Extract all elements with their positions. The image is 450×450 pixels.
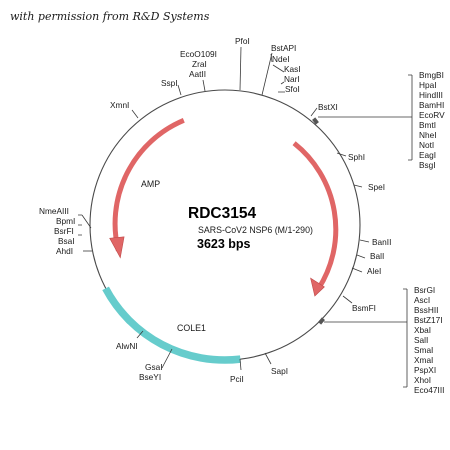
mcs-bottom-bracket [324, 288, 408, 388]
sapi-tick [264, 352, 272, 365]
bstxi-tick [310, 107, 318, 117]
alwni-tick [136, 330, 144, 339]
site-bstapi: BstAPI [271, 43, 296, 53]
site-nari: NarI [284, 74, 300, 84]
site-bsrfi: BsrFI [54, 226, 74, 236]
plasmid-size: 3623 bps [197, 237, 251, 251]
site-pcii: PciI [230, 374, 244, 384]
pcii-tick [239, 358, 242, 371]
insert-arrow-head [310, 277, 325, 297]
mcs-bottom-site: PspXI [414, 365, 436, 375]
site-sspi: SspI [161, 78, 178, 88]
site-sphi: SphI [348, 152, 365, 162]
mcs-bottom-site: BssHII [414, 305, 438, 315]
xmni-tick [131, 109, 139, 119]
site-spei: SpeI [368, 182, 385, 192]
plasmid-name: RDC3154 [188, 205, 256, 222]
site-gsai: GsaI [145, 362, 163, 372]
bstapi-tick [261, 52, 273, 96]
site-bali: BalI [370, 251, 384, 261]
mcs-bottom-marker [318, 317, 325, 325]
site-ahdi: AhdI [56, 246, 73, 256]
mcs-top-site: BsgI [419, 160, 436, 170]
bseyi-tick [161, 348, 173, 369]
site-bsai: BsaI [58, 236, 75, 246]
amp-arrow-head [109, 236, 125, 259]
pfoi-tick [239, 46, 242, 91]
mcs-top-site: EagI [419, 150, 436, 160]
mcs-top-site: BamHI [419, 100, 444, 110]
mcs-top-list: BmgBI HpaI HindIII BamHI EcoRV BmtI NheI… [419, 70, 445, 170]
mcs-top-site: NotI [419, 140, 434, 150]
site-nmeaiii: NmeAIII [39, 206, 69, 216]
mcs-bottom-site: SalI [414, 335, 428, 345]
mcs-top-site: NheI [419, 130, 437, 140]
mcs-bottom-site: XmaI [414, 355, 433, 365]
mcs-top-bracket [318, 74, 413, 161]
site-zrai: ZraI [192, 59, 207, 69]
site-pfoi: PfoI [235, 36, 250, 46]
mcs-top-site: EcoRV [419, 110, 445, 120]
credit-text: with permission from R&D Systems [10, 10, 210, 23]
site-sapi: SapI [271, 366, 288, 376]
cole1-origin-arc [102, 286, 241, 364]
sspi-tick [177, 84, 182, 96]
site-bseyi: BseYI [139, 372, 161, 382]
site-alwni: AlwNI [116, 341, 138, 351]
insert-label: SARS-CoV2 NSP6 (M/1-290) [198, 225, 313, 235]
mcs-top-marker [312, 117, 319, 125]
mcs-bottom-site: BstZ17I [414, 315, 443, 325]
site-bpmi: BpmI [56, 216, 75, 226]
cole1-label: COLE1 [177, 323, 206, 333]
amp-label: AMP [141, 179, 160, 189]
site-ndei: NdeI [272, 54, 290, 64]
site-bsmfi: BsmFI [352, 303, 376, 313]
mcs-bottom-site: XhoI [414, 375, 431, 385]
mcs-top-site: BmtI [419, 120, 436, 130]
insert-arrow-body [292, 141, 339, 291]
sphi-tick [336, 152, 347, 157]
alei-tick [351, 267, 363, 273]
site-kasi: KasI [284, 64, 301, 74]
site-banii: BanII [372, 237, 391, 247]
mcs-bottom-site: AscI [414, 295, 430, 305]
mcs-top-site: HindIII [419, 90, 443, 100]
site-ecoo109i: EcoO109I [180, 49, 217, 59]
mcs-bottom-list: BsrGI AscI BssHII BstZ17I XbaI SalI SmaI… [414, 285, 444, 395]
bsmfi-tick [342, 295, 353, 304]
site-bstxi: BstXI [318, 102, 338, 112]
mcs-bottom-site: Eco47III [414, 385, 444, 395]
site-sfoi: SfoI [285, 84, 300, 94]
mcs-top-site: BmgBI [419, 70, 444, 80]
left-cluster-ticks [78, 214, 92, 236]
spei-tick [353, 184, 363, 188]
mcs-top-site: HpaI [419, 80, 437, 90]
banii-tick [359, 239, 370, 243]
ecoo109i-tick [202, 79, 206, 92]
mcs-bottom-site: XbaI [414, 325, 431, 335]
bali-tick [356, 254, 366, 259]
mcs-bottom-site: BsrGI [414, 285, 435, 295]
site-aatii: AatII [189, 69, 206, 79]
amp-arrow-body [112, 117, 185, 252]
site-alei: AleI [367, 266, 381, 276]
ndei-sfoi-ticks [270, 53, 285, 93]
site-xmni: XmnI [110, 100, 129, 110]
mcs-bottom-site: SmaI [414, 345, 433, 355]
